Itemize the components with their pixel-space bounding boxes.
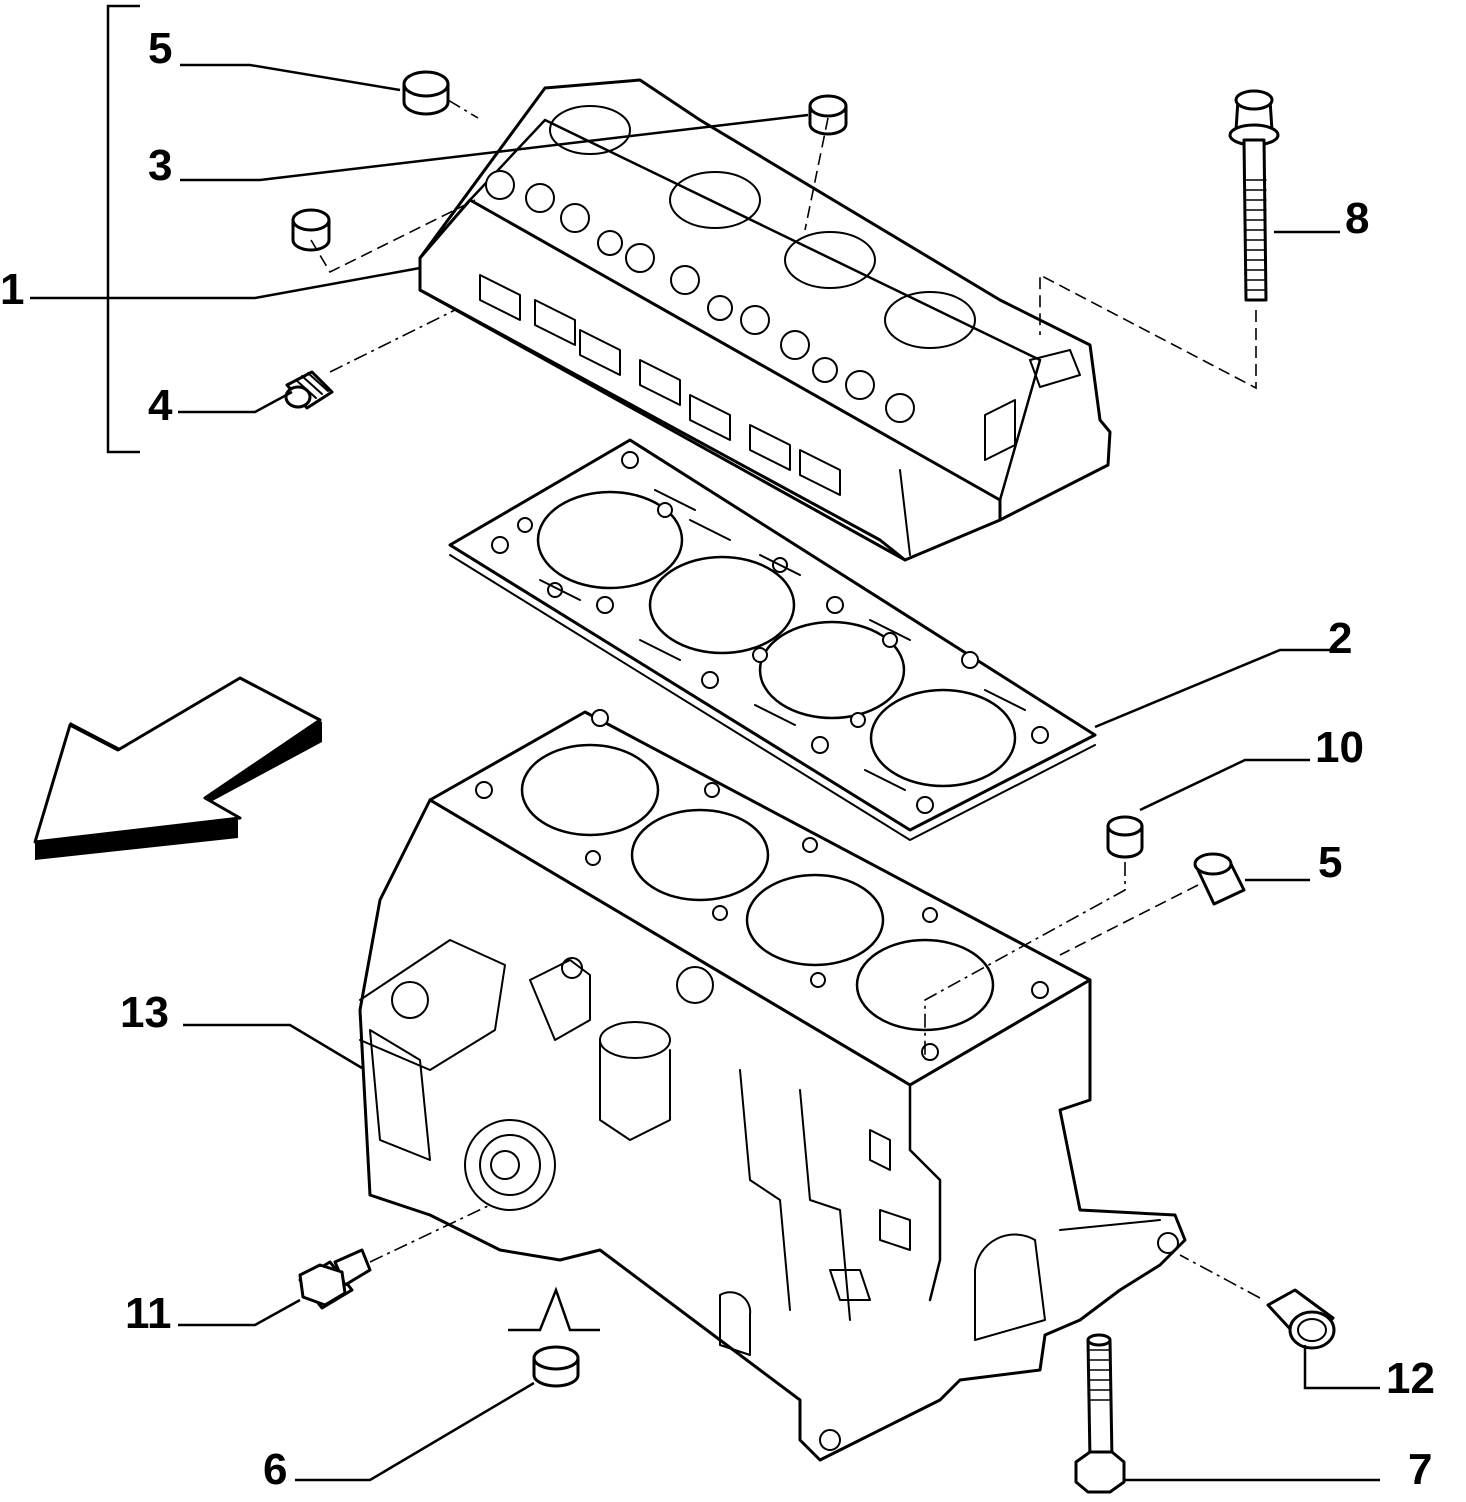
dowel-10 xyxy=(1106,815,1144,859)
dowel-3a xyxy=(808,94,848,136)
sleeve-12 xyxy=(1266,1288,1336,1350)
guide-line-5 xyxy=(447,99,479,119)
threaded-plug-4 xyxy=(284,370,334,410)
callout-11: 11 xyxy=(125,1289,172,1338)
callout-7: 7 xyxy=(1408,1445,1432,1494)
callout-6: 6 xyxy=(263,1445,287,1494)
callout-2: 2 xyxy=(1328,614,1352,663)
dowel-3b xyxy=(291,208,331,252)
front-direction-arrow xyxy=(33,676,322,860)
callout-13: 13 xyxy=(120,988,169,1037)
head-gasket xyxy=(448,438,1097,841)
guide-line-10 xyxy=(924,862,1126,1060)
head-bolt-8 xyxy=(1228,89,1280,302)
bolt-7 xyxy=(1074,1333,1126,1494)
engine-block xyxy=(358,709,1187,1462)
guide-line-8 xyxy=(1039,273,1257,390)
leader-lines xyxy=(30,63,1380,1482)
plug-6 xyxy=(532,1345,580,1388)
plug-5-top xyxy=(402,70,450,116)
callout-5-top: 5 xyxy=(148,24,172,73)
callout-12: 12 xyxy=(1386,1354,1435,1403)
guide-line-12 xyxy=(1179,1254,1261,1299)
guide-line-3 xyxy=(310,117,829,274)
guide-line-5b xyxy=(1059,884,1199,956)
guide-line-4 xyxy=(329,309,456,373)
callout-1: 1 xyxy=(0,265,24,314)
group-bracket xyxy=(106,4,140,454)
guide-line-11 xyxy=(369,1204,491,1263)
callout-8: 8 xyxy=(1345,194,1369,243)
callout-5-right: 5 xyxy=(1318,838,1342,887)
callout-3: 3 xyxy=(148,141,172,190)
cylinder-head xyxy=(418,78,1112,562)
plug-5-right xyxy=(1193,852,1246,906)
drain-bolt-11 xyxy=(298,1248,372,1310)
callout-4: 4 xyxy=(148,381,173,430)
guide-line-6 xyxy=(508,1286,600,1332)
callout-10: 10 xyxy=(1315,723,1364,772)
